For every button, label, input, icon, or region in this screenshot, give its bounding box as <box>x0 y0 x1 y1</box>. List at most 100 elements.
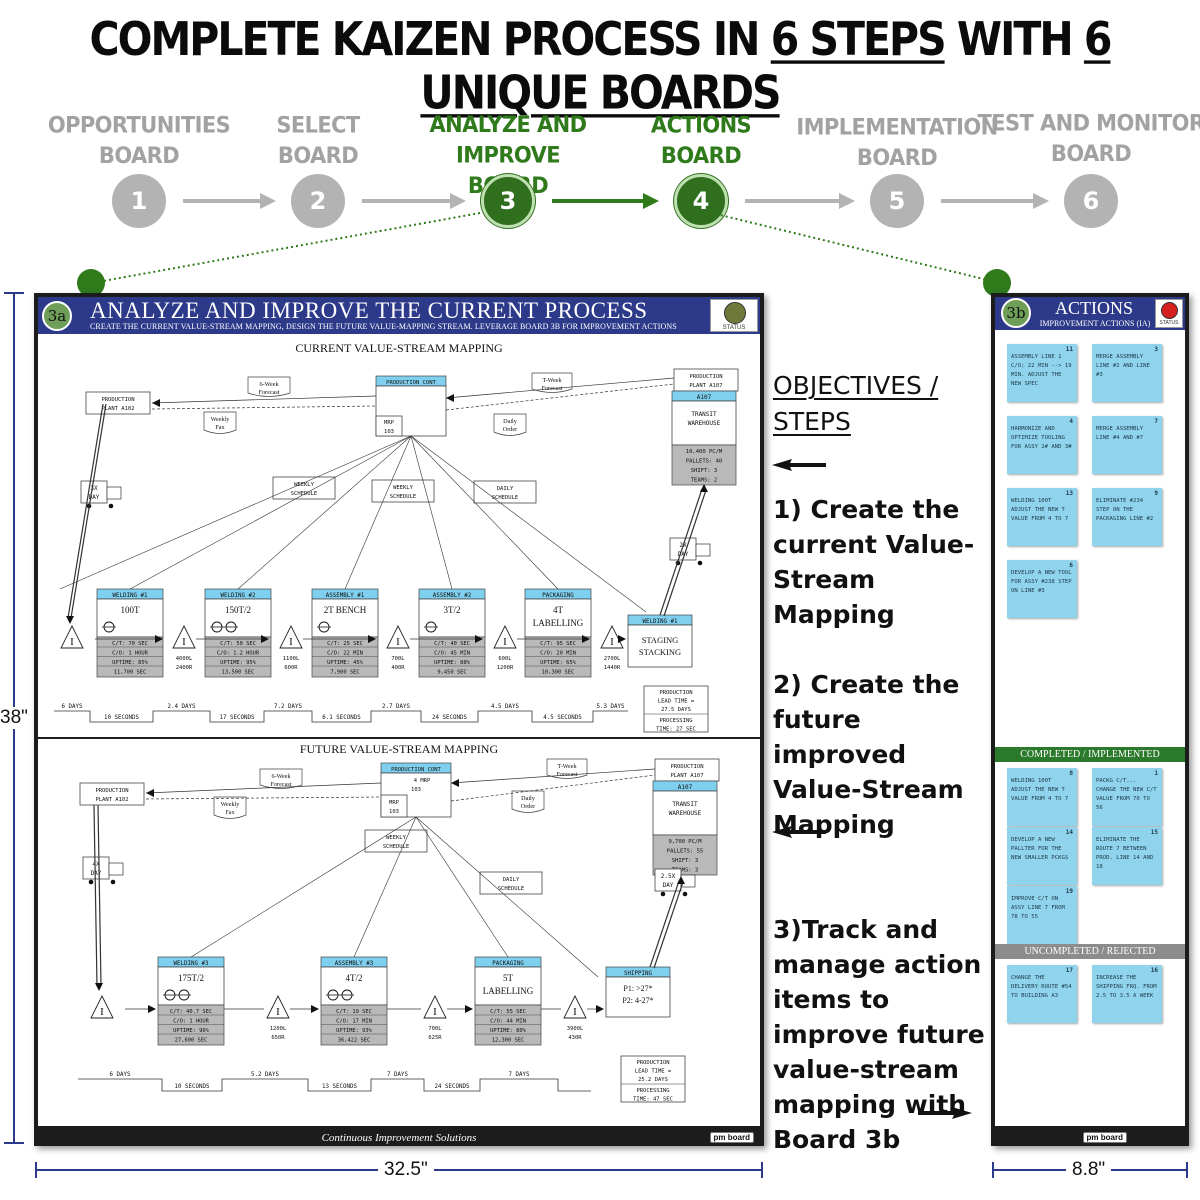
inventory-quantity: 625R <box>428 1035 442 1041</box>
inventory-quantity: 650R <box>271 1035 285 1041</box>
mrp-box <box>375 415 403 437</box>
process-data: UPTIME: 95% <box>220 660 256 666</box>
connector-lines <box>91 212 1001 284</box>
board-3a-status[interactable]: STATUS <box>710 299 758 332</box>
future-vsm-diagram: FUTURE VALUE-STREAM MAPPINGPRODUCTIONPLA… <box>78 742 720 1103</box>
vsm-connector <box>450 774 656 802</box>
info-flow-text: Daily <box>503 418 518 425</box>
inventory-quantity: 600R <box>284 665 298 671</box>
warehouse-name: TRANSIT <box>672 801 698 808</box>
step-circle-5[interactable]: 5 <box>870 174 924 228</box>
vsm-connector <box>659 488 703 616</box>
step-circle-1[interactable]: 1 <box>112 174 166 228</box>
step-circle-2[interactable]: 2 <box>291 174 345 228</box>
timeline-line <box>78 1078 591 1092</box>
process-name: ASSEMBLY #3 <box>335 961 374 967</box>
inventory-mark: I <box>276 1006 280 1018</box>
inventory-triangle-icon <box>279 624 303 649</box>
schedule-box <box>479 871 543 895</box>
objectives-title-2: STEPS <box>773 407 851 436</box>
note-number: 19 <box>1065 888 1073 895</box>
timeline-days: 6 DAYS <box>62 704 83 710</box>
process-data-box <box>157 1004 225 1046</box>
note-number: 16 <box>1150 967 1158 974</box>
headline: COMPLETE KAIZEN PROCESS IN 6 STEPS WITH … <box>0 12 1200 120</box>
step-circle-6[interactable]: 6 <box>1064 174 1118 228</box>
warehouse-box <box>652 790 718 836</box>
step-circle-3[interactable]: 3 <box>481 174 535 228</box>
width-dimension-a: 32.5" <box>378 1159 434 1181</box>
warehouse-stat: TEAMS: 2 <box>691 478 718 484</box>
board-3a-subtitle: CREATE THE CURRENT VALUE-STREAM MAPPING,… <box>90 322 677 331</box>
inventory-triangle-icon <box>423 994 447 1019</box>
lead-time-text: PRODUCTION <box>659 690 692 696</box>
truck-frequency: DAY <box>91 870 102 877</box>
vsm-connector <box>445 383 675 411</box>
timeline-seconds: 10 SECONDS <box>175 1084 210 1090</box>
board-3b-title: ACTIONS <box>1054 298 1133 318</box>
vsm-connector <box>145 782 382 794</box>
inventory-mark: I <box>70 636 74 648</box>
vsm-connector <box>97 804 102 987</box>
truck-frequency: DAY <box>89 494 100 501</box>
truck-frequency: 2.5X <box>661 873 676 880</box>
objectives-panel: OBJECTIVES / STEPS 1) Create the current… <box>773 368 988 1157</box>
status-light-icon <box>1161 302 1178 319</box>
process-name: WELDING #1 <box>113 593 148 599</box>
inventory-quantity: 700L <box>428 1026 442 1032</box>
step-circle-4[interactable]: 4 <box>674 174 728 228</box>
info-flow-text: 6-Week <box>271 773 291 780</box>
timeline-days: 2.4 DAYS <box>168 704 196 710</box>
customer-name: PLANT A107 <box>689 383 722 389</box>
vsm-connector <box>237 435 412 590</box>
process-data: UPTIME: 80% <box>490 1028 526 1034</box>
status-label: STATUS <box>1159 320 1179 326</box>
vsm-connector <box>151 405 377 410</box>
headline-text-2: 6 STEPS <box>770 12 947 66</box>
board-3b: 3b ACTIONS IMPROVEMENT ACTIONS (IA) STAT… <box>991 293 1189 1146</box>
connector-line-3a <box>91 212 481 284</box>
info-flow-text: Fax <box>225 809 235 816</box>
process-data-box <box>474 1004 542 1046</box>
process-data: C/T: 19 SEC <box>336 1009 372 1015</box>
note-number: 4 <box>1069 418 1073 425</box>
arrow-head-icon <box>475 635 483 643</box>
board-3a-title: ANALYZE AND IMPROVE THE CURRENT PROCESS <box>90 298 648 323</box>
board-3a: 3a ANALYZE AND IMPROVE THE CURRENT PROCE… <box>34 293 764 1146</box>
process-main: 100T <box>121 605 141 615</box>
truck-wheel-icon <box>660 891 666 897</box>
board-3b-status[interactable]: STATUS <box>1155 299 1183 328</box>
supplier-name: PRODUCTION <box>95 788 128 794</box>
board-3a-header: 3a ANALYZE AND IMPROVE THE CURRENT PROCE… <box>38 297 760 334</box>
schedule-box <box>473 480 537 504</box>
lead-time-box <box>643 685 709 733</box>
note-text: INCREASE THE SHIPPING FRQ. FROM 2.5 TO 3… <box>1096 975 1157 999</box>
warehouse-stat: SHIFT: 3 <box>691 468 718 474</box>
truck-frequency: DAY <box>678 551 689 558</box>
process-main: 150T/2 <box>225 605 251 615</box>
note-number: 15 <box>1150 829 1158 836</box>
warehouse-stat: PALLETS: 55 <box>667 849 703 855</box>
note-text: WELDING 100T ADJUST THE NEW T VALUE FROM… <box>1011 498 1069 522</box>
vsm-connector <box>70 403 107 619</box>
warehouse-title: A107 <box>697 394 712 401</box>
forecast-note <box>247 376 291 397</box>
shipping-main: STAGING <box>642 635 679 645</box>
supplier-box <box>79 782 145 806</box>
